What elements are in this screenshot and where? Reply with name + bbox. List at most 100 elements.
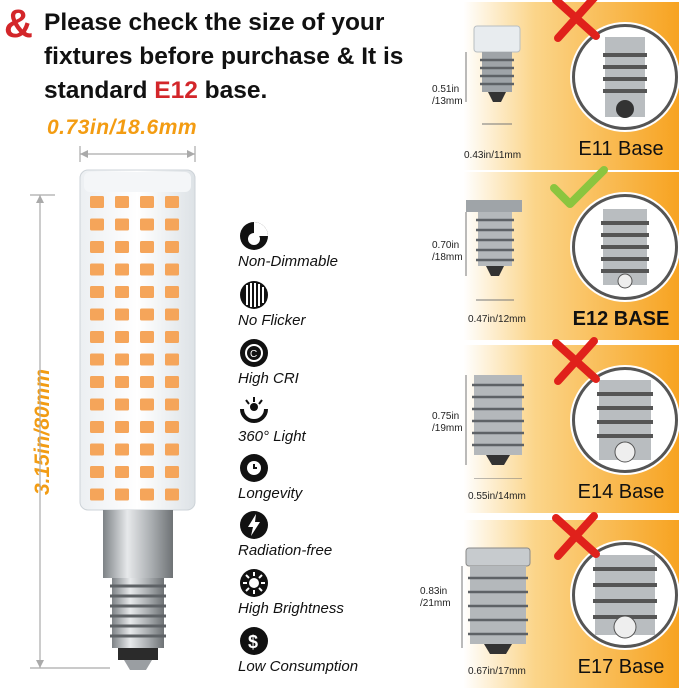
high-cri-icon: C [240, 339, 268, 367]
led-grid [90, 196, 179, 501]
led-chip [90, 421, 104, 433]
radiation-free-icon [240, 511, 268, 539]
bulb-illustration [30, 146, 196, 670]
led-chip [140, 443, 154, 456]
e12-base-drawing [465, 200, 522, 301]
led-chip [165, 308, 179, 321]
bulb-width-label: 0.73in/18.6mm [47, 116, 198, 139]
led-chip [90, 398, 104, 411]
e17-x-mark [552, 512, 600, 560]
e12-base-label: E12 BASE [572, 308, 670, 330]
e14-base-drawing [465, 375, 524, 479]
led-chip [90, 218, 104, 231]
headline: Please check the size of your fixtures b… [44, 6, 404, 108]
e11-base-label: E11 Base [578, 138, 664, 160]
e14-height-label: 0.75in/19mm [432, 411, 463, 434]
e11-x-mark [552, 0, 600, 42]
led-chip [165, 353, 179, 366]
e17-width-label: 0.67in/17mm [468, 666, 526, 677]
e14-width-label: 0.55in/14mm [468, 491, 526, 502]
bulb-thread [110, 578, 166, 648]
led-chip [90, 241, 104, 253]
led-chip [140, 196, 154, 208]
led-chip [140, 488, 154, 501]
led-chip [90, 286, 104, 298]
led-chip [90, 263, 104, 276]
base-panel-e11: 0.51in/13mm 0.43in/11mm E11 Base [416, 0, 679, 170]
led-chip [165, 218, 179, 231]
led-chip [165, 488, 179, 501]
led-chip [90, 308, 104, 321]
e11-width-label: 0.43in/11mm [464, 150, 522, 161]
led-chip [115, 376, 129, 388]
led-chip [115, 443, 129, 456]
led-chip [140, 421, 154, 433]
led-chip [165, 466, 179, 478]
led-chip [115, 286, 129, 298]
e11-closeup [572, 24, 678, 130]
led-chip [115, 263, 129, 276]
led-chip [165, 286, 179, 298]
led-chip [140, 466, 154, 478]
led-chip [115, 331, 129, 343]
led-chip [165, 241, 179, 253]
led-chip [165, 443, 179, 456]
feature-longevity: Longevity [238, 452, 408, 502]
feature-low-consumption: $ Low Consumption [238, 625, 408, 675]
led-chip [115, 218, 129, 231]
led-chip [115, 398, 129, 411]
svg-text:$: $ [248, 632, 258, 652]
bulb-collar [103, 510, 173, 578]
headline-text: Please check the size of your fixtures b… [44, 9, 404, 104]
e17-closeup [572, 542, 678, 648]
led-chip [140, 331, 154, 343]
e17-base-drawing [461, 547, 531, 654]
led-chip [115, 196, 129, 208]
feature-no-flicker: No Flicker [238, 279, 408, 329]
led-chip [165, 263, 179, 276]
led-chip [90, 331, 104, 343]
e12-check-mark [550, 166, 608, 208]
led-chip [115, 308, 129, 321]
led-chip [90, 488, 104, 501]
e17-height-label: 0.83in/21mm [420, 586, 451, 609]
non-dimmable-icon [240, 222, 268, 250]
led-chip [90, 376, 104, 388]
led-chip [140, 241, 154, 253]
led-chip [140, 308, 154, 321]
feature-high-cri: C High CRI [238, 337, 408, 387]
feature-360-light: 360° Light [238, 395, 408, 445]
led-chip [115, 421, 129, 433]
svg-text:C: C [250, 349, 257, 360]
e17-base-label: E17 Base [577, 656, 665, 678]
led-chip [165, 331, 179, 343]
led-chip [90, 353, 104, 366]
base-panel-e17: 0.83in/21mm 0.67in/17mm E17 Base [416, 512, 679, 688]
led-chip [115, 353, 129, 366]
feature-high-brightness: High Brightness [238, 567, 408, 617]
led-chip [140, 353, 154, 366]
e11-base-drawing [465, 25, 521, 125]
e14-closeup [572, 367, 678, 473]
e14-x-mark [552, 337, 600, 385]
feature-non-dimmable: Non-Dimmable [238, 220, 408, 270]
led-chip [140, 218, 154, 231]
no-flicker-icon [240, 281, 268, 309]
e11-height-label: 0.51in/13mm [432, 84, 463, 107]
feature-radiation-free: Radiation-free [238, 509, 408, 559]
e12-height-label: 0.70in/18mm [432, 240, 463, 263]
e12-closeup [572, 194, 678, 300]
led-chip [165, 398, 179, 411]
led-chip [165, 196, 179, 208]
led-chip [140, 286, 154, 298]
high-brightness-icon [240, 569, 268, 597]
led-chip [90, 443, 104, 456]
led-chip [90, 466, 104, 478]
e14-base-label: E14 Base [577, 481, 665, 503]
led-chip [165, 421, 179, 433]
e12-width-label: 0.47in/12mm [468, 314, 526, 325]
base-panel-e12: 0.70in/18mm 0.47in/12mm E12 BASE [416, 166, 679, 340]
led-chip [115, 466, 129, 478]
led-chip [140, 263, 154, 276]
low-consumption-icon: $ [240, 627, 268, 655]
